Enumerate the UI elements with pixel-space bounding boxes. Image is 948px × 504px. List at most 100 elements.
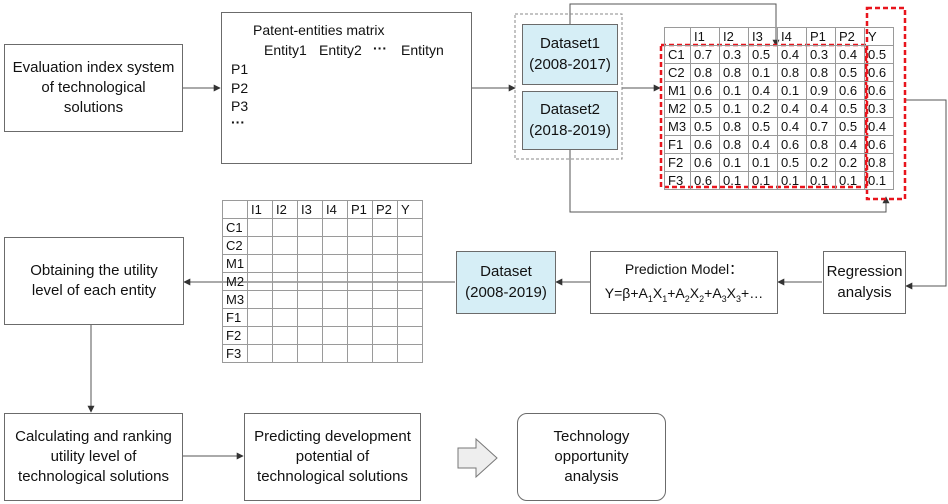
dataset-years: (2008-2019): [465, 283, 547, 301]
regression-line2: analysis: [837, 283, 892, 301]
opportunity-box: Technology opportunity analysis: [517, 413, 666, 501]
prediction-model-box: Prediction Model： Y=β+A1X1+A2X2+A3X3+…: [590, 251, 778, 314]
empty-table-row-label: F3: [222, 344, 248, 363]
regression-line1: Regression: [826, 263, 903, 281]
empty-table-row: M3: [222, 290, 423, 309]
matrix-row-ellipsis: ···: [231, 114, 245, 130]
data-table-cell: 0.6: [690, 135, 720, 154]
empty-table-row: C1: [222, 218, 423, 237]
data-table-header-cell: [664, 27, 691, 46]
data-table-header-cell: I1: [690, 27, 720, 46]
data-table-cell: 0.2: [835, 153, 865, 172]
data-table-cell: 0.2: [748, 99, 778, 118]
data-table-cell: 0.8: [690, 63, 720, 82]
data-table-cell: M1: [664, 81, 691, 100]
empty-table-row-label: F1: [222, 308, 248, 327]
prediction-model-title: Prediction Model：: [624, 260, 744, 277]
data-table-cell: 0.4: [835, 135, 865, 154]
empty-table-cell: [247, 272, 273, 291]
prediction-model-formula: Y=β+A1X1+A2X2+A3X3+…: [604, 285, 764, 305]
empty-table-cell: [247, 254, 273, 273]
data-table-cell: 0.4: [748, 135, 778, 154]
empty-table-cell: [322, 254, 348, 273]
data-table-cell: F1: [664, 135, 691, 154]
empty-table-cell: [322, 218, 348, 237]
data-table-cell: 0.8: [777, 63, 807, 82]
empty-table-cell: [297, 218, 323, 237]
empty-table-header-cell: Y: [397, 200, 423, 219]
data-table-cell: 0.4: [777, 99, 807, 118]
data-table-cell: C2: [664, 63, 691, 82]
empty-table-cell: [322, 326, 348, 345]
empty-table-row-label: M3: [222, 290, 248, 309]
empty-table-cell: [397, 344, 423, 363]
data-table-cell: 0.9: [806, 81, 836, 100]
empty-table-cell: [272, 254, 298, 273]
data-table-cell: 0.5: [864, 45, 894, 64]
ranking-label: Calculating and ranking utility level of…: [15, 427, 172, 486]
data-table-header-cell: I2: [719, 27, 749, 46]
empty-table-header-cell: I3: [297, 200, 323, 219]
empty-table-cell: [397, 290, 423, 309]
data-table-cell: 0.4: [777, 45, 807, 64]
empty-table-cell: [347, 254, 373, 273]
empty-table-cell: [247, 218, 273, 237]
empty-table-cell: [347, 272, 373, 291]
empty-table-cell: [247, 236, 273, 255]
opportunity-label: Technology opportunity analysis: [553, 427, 630, 486]
empty-table-cell: [247, 308, 273, 327]
data-table-cell: 0.1: [835, 171, 865, 190]
empty-table-header-cell: I4: [322, 200, 348, 219]
matrix-column-entity2: Entity2: [319, 42, 362, 58]
data-table-cell: 0.6: [777, 135, 807, 154]
data-table-cell: 0.5: [748, 117, 778, 136]
empty-table-header-cell: I1: [247, 200, 273, 219]
data-table-cell: 0.1: [748, 153, 778, 172]
data-table-header-cell: I3: [748, 27, 778, 46]
data-table-cell: M2: [664, 99, 691, 118]
empty-table-cell: [397, 326, 423, 345]
empty-table-cell: [347, 236, 373, 255]
dataset-box: Dataset (2008-2019): [456, 251, 556, 314]
data-table-cell: 0.4: [835, 45, 865, 64]
empty-table-cell: [297, 236, 323, 255]
data-table-cell: 0.8: [719, 63, 749, 82]
data-table-cell: 0.8: [719, 135, 749, 154]
predicting-box: Predicting development potential of tech…: [244, 413, 421, 501]
empty-table-header-cell: [222, 200, 248, 219]
empty-table-header-cell: I2: [272, 200, 298, 219]
empty-table-cell: [397, 218, 423, 237]
empty-table-cell: [347, 344, 373, 363]
data-table-cell: 0.1: [864, 171, 894, 190]
empty-table-cell: [397, 308, 423, 327]
empty-table-cell: [372, 344, 398, 363]
data-table-cell: 0.1: [748, 171, 778, 190]
dataset2-years: (2018-2019): [529, 121, 611, 139]
data-table-cell: 0.8: [806, 135, 836, 154]
empty-table-cell: [297, 344, 323, 363]
empty-table-cell: [322, 308, 348, 327]
data-table-cell: F2: [664, 153, 691, 172]
data-table-cell: C1: [664, 45, 691, 64]
data-table-cell: 0.1: [719, 99, 749, 118]
empty-table-cell: [372, 326, 398, 345]
data-table-cell: 0.1: [777, 81, 807, 100]
empty-table-cell: [272, 272, 298, 291]
evaluation-label: Evaluation index system of technological…: [12, 58, 175, 117]
data-table-cell: F3: [664, 171, 691, 190]
data-table-cell: 0.4: [777, 117, 807, 136]
empty-table-cell: [247, 290, 273, 309]
empty-table-cell: [322, 272, 348, 291]
empty-table-header-cell: P1: [347, 200, 373, 219]
data-table-cell: 0.6: [690, 81, 720, 100]
data-table-cell: 0.5: [777, 153, 807, 172]
